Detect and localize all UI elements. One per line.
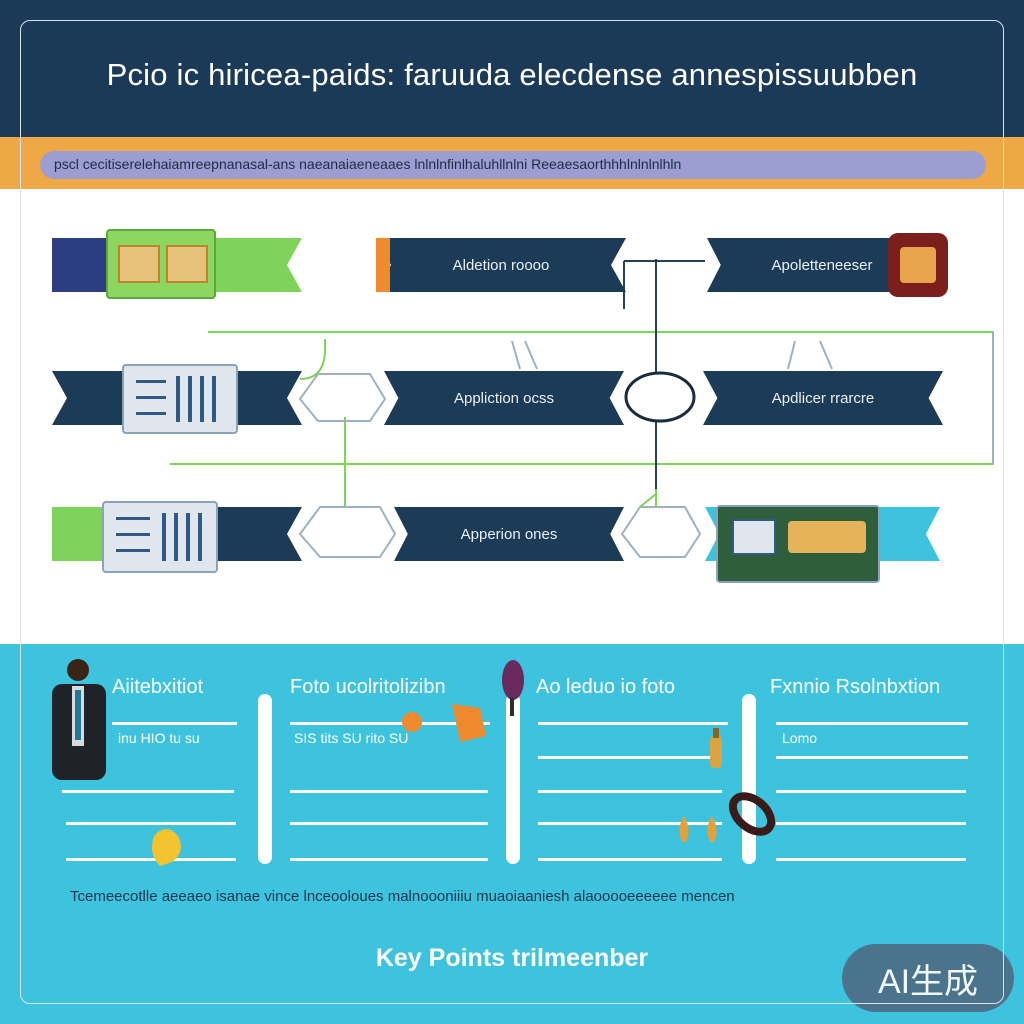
page-title: Pcio ic hiricea-paids: faruuda elecdense… [106,57,918,92]
column-1-line-3 [66,822,236,825]
arrow-marker-right [787,340,833,370]
small-bottle-icon [710,728,722,768]
footer-text: Tcemeecotlle aeeaeo isanae vince lnceool… [70,888,735,905]
column-heading-1: Aiitebxitiot [112,676,204,698]
connector-hex-right [620,506,702,558]
column-4-line-5 [776,858,966,861]
node-mid-middle-label: Appliction ocss [453,389,555,407]
connector-left-top [299,339,326,380]
column-divider-3 [742,694,756,864]
small-flame-icons [679,816,717,842]
column-2-row-1: SIS tits SU rito SU [294,730,409,746]
column-3-line-5 [538,858,722,861]
node-bottom-middle[interactable]: Apperion ones [394,507,624,561]
flow-diagram: Aldetion roooo Apoletteneeser Appliction… [0,189,1024,644]
column-4-line-1 [776,722,968,725]
document-icon-bottom [102,501,218,573]
key-points-title: Key Points trilmeenber [375,944,649,972]
column-divider-1 [258,694,272,864]
column-4-line-2 [776,756,968,759]
column-4-line-3 [776,790,966,793]
subtitle-text: pscl cecitiserelehaiamreepnanasal-ans na… [54,156,682,172]
column-2-line-1 [290,722,490,725]
column-2-line-2 [290,790,488,793]
column-4-row-1: Lomo [782,730,818,746]
orange-figure-icon [402,704,486,742]
ai-generated-badge: AI生成 [842,944,1014,1012]
column-1-line-1 [112,722,237,725]
rings-icon [728,792,776,836]
header-band: Pcio ic hiricea-paids: faruuda elecdense… [0,0,1024,137]
column-3-line-1 [538,722,728,725]
chip-icon [106,229,216,299]
column-3-line-4 [538,822,722,825]
connector-hex-left [298,506,397,558]
subtitle-pill: pscl cecitiserelehaiamreepnanasal-ans na… [40,151,986,179]
node-top-middle[interactable]: Aldetion roooo [376,238,626,292]
connector-lines [170,259,994,558]
node-top-left-tab [52,238,106,292]
node-bottom-left-tab [52,507,102,561]
node-mid-right[interactable]: Apdlicer rrarcre [703,371,943,425]
yellow-figure-icon [152,829,181,866]
column-2-line-3 [290,822,488,825]
document-icon-mid [122,364,238,434]
info-panel: Aiitebxitiot inu HIO tu su Foto ucolrito… [0,644,1024,1024]
node-top-right-label: Apoletteneeser [771,256,873,274]
junction-oval [624,371,696,423]
connector-bottom-green [639,489,657,508]
node-mid-middle[interactable]: Appliction ocss [384,371,624,425]
connector-hex-mid [298,373,387,422]
column-1-row-1: inu HIO tu su [118,730,200,746]
chip-icon-top-right [888,233,948,297]
chip-icon-bottom-right [716,505,880,583]
column-1-line-4 [66,858,236,861]
column-heading-4: Fxnnio Rsolnbxtion [770,676,941,698]
column-1-line-2 [62,790,234,793]
column-divider-2 [506,694,520,864]
column-3-line-2 [538,756,718,759]
purple-figure-icon [502,660,524,716]
node-top-middle-label: Aldetion roooo [452,256,550,274]
node-mid-right-label: Apdlicer rrarcre [771,389,875,407]
column-heading-3: Ao leduo io foto [536,676,675,698]
node-top-middle-tab [376,238,390,292]
column-3-line-3 [538,790,722,793]
column-4-line-4 [776,822,966,825]
person-illustration [52,659,106,780]
column-heading-2: Foto ucolritolizibn [290,676,446,698]
arrow-marker-left [511,340,538,370]
column-2-line-4 [290,858,488,861]
node-bottom-middle-label: Apperion ones [460,525,558,543]
